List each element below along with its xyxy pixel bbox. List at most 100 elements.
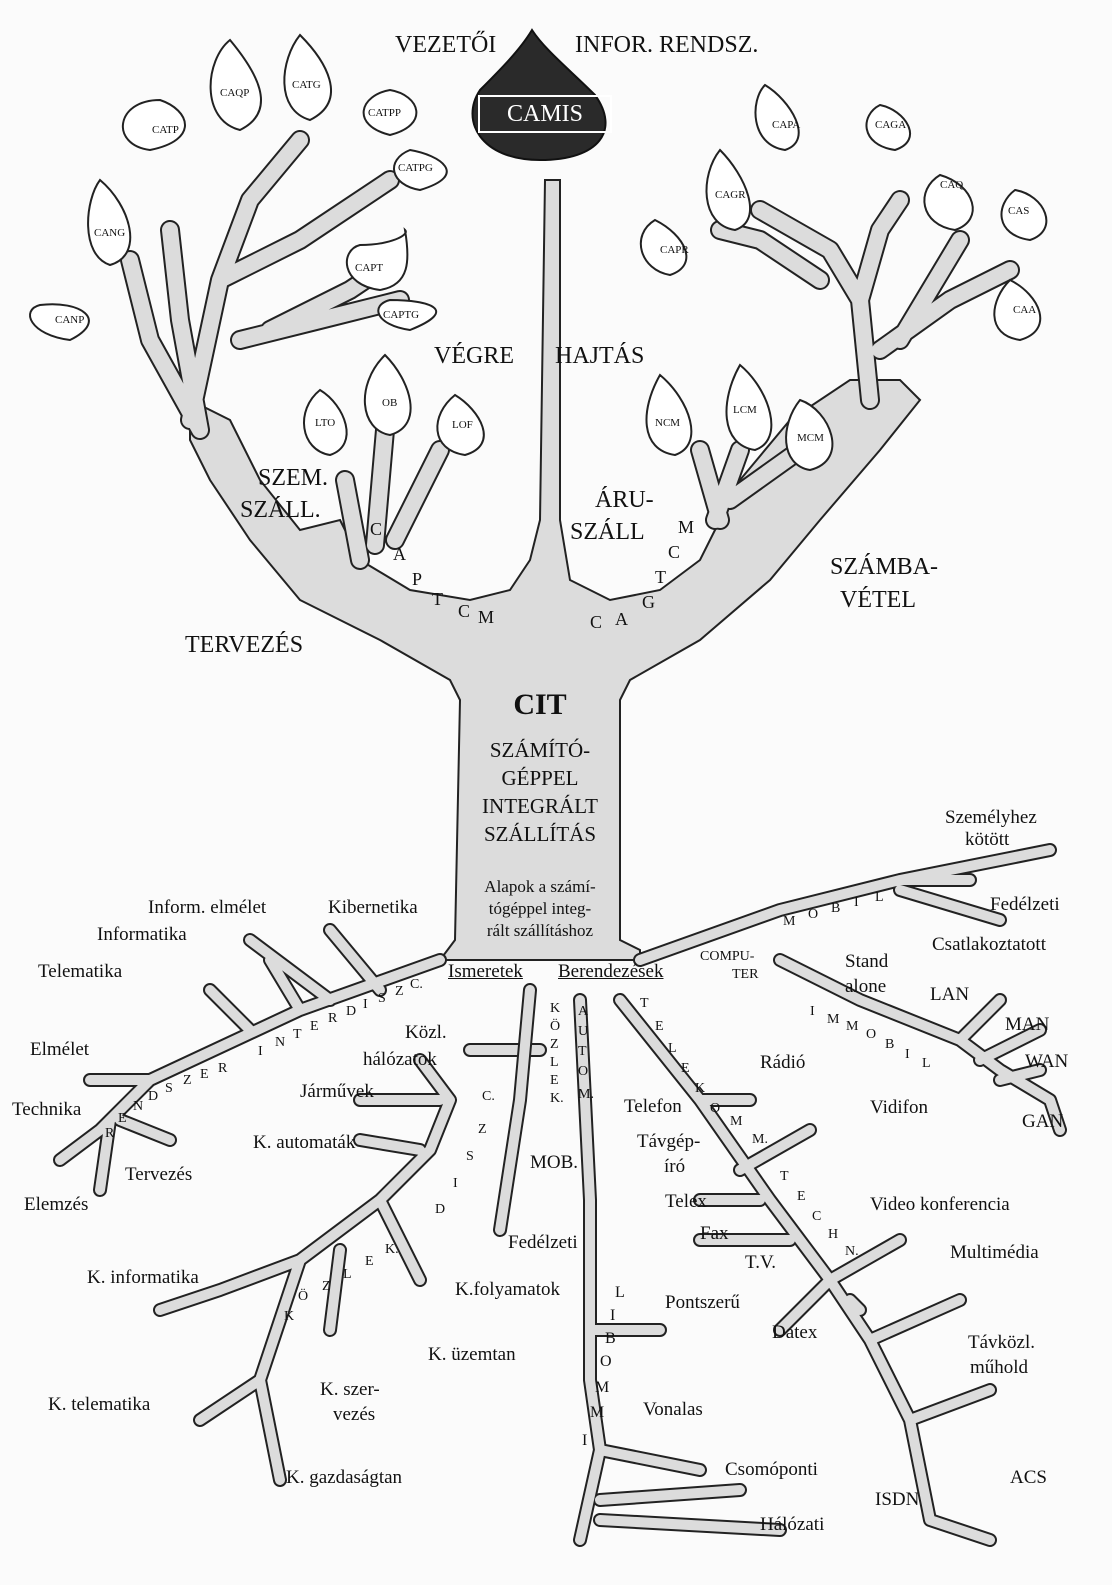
label-technika: Technika bbox=[12, 1099, 82, 1120]
label-telex: Telex bbox=[665, 1191, 707, 1212]
label-hajtas: HAJTÁS bbox=[555, 343, 645, 369]
letter-captcm-a: A bbox=[393, 544, 406, 564]
leaf-label-lcm: LCM bbox=[733, 404, 757, 416]
leaf-label-capt: CAPT bbox=[355, 262, 384, 274]
label-geppel: GÉPPEL bbox=[501, 766, 579, 790]
label-kibernetika: Kibernetika bbox=[328, 897, 418, 918]
letter-immobil-m: M bbox=[827, 1012, 840, 1027]
letter-telekomm-l: L bbox=[668, 1041, 677, 1056]
label-cit: CIT bbox=[513, 688, 567, 721]
label-k-telematika: K. telematika bbox=[48, 1394, 151, 1415]
label-video-konferencia: Video konferencia bbox=[870, 1194, 1010, 1215]
leaf-capr bbox=[639, 218, 688, 277]
letter-libommi-m: M bbox=[595, 1379, 610, 1396]
letter-mobil-l: L bbox=[875, 890, 884, 905]
letter-cagtcm-t: T bbox=[655, 567, 666, 587]
label-man: MAN bbox=[1005, 1014, 1050, 1035]
leaf-lto bbox=[303, 388, 348, 457]
letter-captcm-c2: C bbox=[458, 601, 471, 621]
leaf-capa bbox=[754, 83, 800, 152]
letter-csizd-i: I bbox=[453, 1176, 458, 1191]
label-kozl-1: Közl. bbox=[405, 1022, 447, 1043]
letter-captcm-t: T bbox=[432, 589, 443, 609]
letter-cagtcm-a: A bbox=[615, 609, 628, 629]
tree-trunk bbox=[189, 179, 922, 961]
letter-kozlek-l: L bbox=[343, 1267, 352, 1282]
leaf-label-caqp: CAQP bbox=[220, 87, 250, 99]
label-szemelyhez-1: Személyhez bbox=[945, 807, 1037, 828]
letter-autom-m: M. bbox=[578, 1087, 594, 1102]
label-infor-rendsz: INFOR. RENDSZ. bbox=[575, 32, 759, 58]
label-szall: SZÁLL. bbox=[240, 497, 321, 523]
leaf-label-caa: CAA bbox=[1013, 304, 1037, 316]
leaf-label-captg: CAPTG bbox=[383, 309, 420, 321]
leaf-label-lof: LOF bbox=[452, 419, 473, 431]
label-vonalas: Vonalas bbox=[643, 1399, 703, 1420]
leaf-label-lto: LTO bbox=[315, 417, 336, 429]
letter-autom-o: O bbox=[578, 1064, 589, 1079]
leaf-catp bbox=[122, 98, 186, 152]
leaf-label-capa: CAPA bbox=[772, 119, 801, 131]
label-k-folyamatok: K.folyamatok bbox=[455, 1279, 561, 1300]
letter-telekomm-t: T bbox=[640, 996, 649, 1011]
letter-cagtcm-g: G bbox=[642, 592, 655, 612]
letter-telekomm-k: K bbox=[695, 1081, 706, 1096]
letter-cagtcm-c2: C bbox=[668, 542, 681, 562]
letter-kozlek-v-e: E bbox=[550, 1073, 559, 1088]
letter-interdiszc-s: S bbox=[378, 991, 386, 1006]
leaf-label-catg: CATG bbox=[292, 79, 321, 91]
leaf-label-cang: CANG bbox=[94, 227, 126, 239]
letter-mobil-o: O bbox=[808, 907, 819, 922]
label-informatika: Informatika bbox=[97, 924, 187, 945]
letter-captcm-c: C bbox=[370, 519, 383, 539]
leaf-label-canp: CANP bbox=[55, 314, 85, 326]
letter-techn-h: H bbox=[828, 1227, 839, 1242]
letter-libommi-m2: M bbox=[590, 1404, 605, 1421]
leaf-ob bbox=[363, 353, 412, 437]
label-k-informatika: K. informatika bbox=[87, 1267, 199, 1288]
letter-interdiszc-z: Z bbox=[395, 984, 404, 999]
leaf-label-caga: CAGA bbox=[875, 119, 907, 131]
letter-csizd-s: S bbox=[466, 1149, 474, 1164]
label-berendezesek: Berendezések bbox=[558, 961, 664, 982]
label-k-szer-2: vezés bbox=[333, 1404, 376, 1425]
label-k-automatak: K. automaták bbox=[253, 1132, 356, 1153]
label-vegre: VÉGRE bbox=[434, 343, 514, 369]
label-szamito: SZÁMÍTÓ- bbox=[489, 738, 591, 762]
label-vetel: VÉTEL bbox=[840, 587, 916, 613]
letter-kozlek-e: E bbox=[365, 1254, 374, 1269]
letter-cagtcm-c: C bbox=[590, 612, 603, 632]
label-vidifon: Vidifon bbox=[870, 1097, 928, 1118]
label-telematika: Telematika bbox=[38, 961, 123, 982]
letter-immobil-o: O bbox=[866, 1027, 877, 1042]
label-computer-2: TER bbox=[732, 967, 759, 982]
leaf-catpg bbox=[393, 148, 448, 192]
letter-autom-a: A bbox=[578, 1004, 589, 1019]
letter-interdiszc-d: D bbox=[346, 1004, 357, 1019]
letter-immobil-l: L bbox=[922, 1056, 931, 1071]
letter-techn-e: E bbox=[797, 1189, 806, 1204]
leaf-cagr bbox=[705, 148, 752, 232]
letter-rendszer-e: E bbox=[118, 1111, 127, 1126]
letter-interdiszc-i2: I bbox=[363, 997, 368, 1012]
label-computer-1: COMPU- bbox=[700, 949, 755, 964]
letter-libommi-i: I bbox=[610, 1307, 616, 1324]
leaf-canp bbox=[29, 303, 90, 342]
label-mob: MOB. bbox=[530, 1152, 579, 1173]
label-alapok-1: Alapok a számí- bbox=[484, 877, 596, 896]
label-tavkozl-2: műhold bbox=[970, 1357, 1029, 1378]
leaf-ncm bbox=[645, 373, 693, 457]
label-szemelyhez-2: kötött bbox=[965, 829, 1010, 850]
letter-rendszer-s: S bbox=[165, 1081, 173, 1096]
letter-captcm-m: M bbox=[478, 607, 495, 627]
label-fedelzeti-mid: Fedélzeti bbox=[508, 1232, 578, 1253]
label-kozl-2: hálózatok bbox=[363, 1049, 437, 1070]
letter-csizd-z: Z bbox=[478, 1122, 487, 1137]
label-aru: ÁRU- bbox=[595, 487, 654, 513]
leaf-label-cagr: CAGR bbox=[715, 189, 746, 201]
letter-rendszer-d: D bbox=[148, 1089, 159, 1104]
label-elemzes: Elemzés bbox=[24, 1194, 89, 1215]
letter-mobil-i: I bbox=[854, 895, 859, 910]
label-fedelzeti-right: Fedélzeti bbox=[990, 894, 1060, 915]
leaf-catpp bbox=[362, 88, 418, 137]
